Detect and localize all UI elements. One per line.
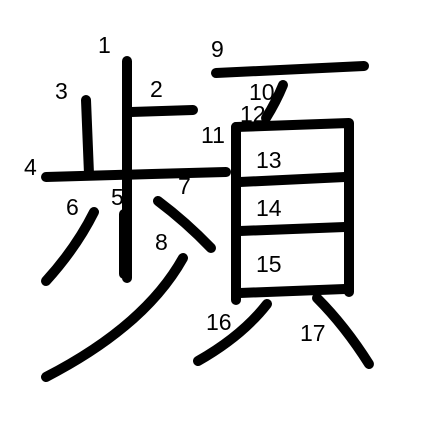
stroke-16 xyxy=(193,299,272,366)
stroke-15 xyxy=(235,284,350,298)
stroke-12 xyxy=(231,118,354,297)
stroke-number-4: 4 xyxy=(24,154,37,180)
stroke-13 xyxy=(235,172,350,187)
stroke-numbers: 1 2 3 4 5 6 7 8 9 10 11 12 13 14 15 16 1… xyxy=(24,32,326,346)
stroke-number-5: 5 xyxy=(111,184,124,210)
stroke-number-2: 2 xyxy=(150,76,163,102)
stroke-number-8: 8 xyxy=(155,229,168,255)
stroke-3 xyxy=(81,95,94,179)
stroke-number-9: 9 xyxy=(211,36,224,62)
stroke-number-10: 10 xyxy=(249,79,275,105)
stroke-number-17: 17 xyxy=(300,320,326,346)
stroke-number-11: 11 xyxy=(201,122,225,148)
stroke-10 xyxy=(261,80,288,123)
stroke-14 xyxy=(235,222,350,236)
stroke-17 xyxy=(312,293,374,369)
stroke-9 xyxy=(211,61,369,78)
stroke-4 xyxy=(41,167,231,182)
stroke-number-1: 1 xyxy=(98,32,111,58)
stroke-number-6: 6 xyxy=(66,194,79,220)
stroke-number-15: 15 xyxy=(256,251,282,277)
stroke-number-16: 16 xyxy=(206,309,232,335)
stroke-number-3: 3 xyxy=(55,78,68,104)
stroke-2 xyxy=(126,105,198,117)
stroke-number-12: 12 xyxy=(240,101,266,127)
stroke-8 xyxy=(41,253,188,382)
stroke-6 xyxy=(41,207,99,286)
stroke-number-14: 14 xyxy=(256,195,282,221)
character-strokes xyxy=(41,56,374,382)
stroke-number-7: 7 xyxy=(178,173,191,199)
stroke-number-13: 13 xyxy=(256,147,282,173)
stroke-7 xyxy=(153,196,216,253)
